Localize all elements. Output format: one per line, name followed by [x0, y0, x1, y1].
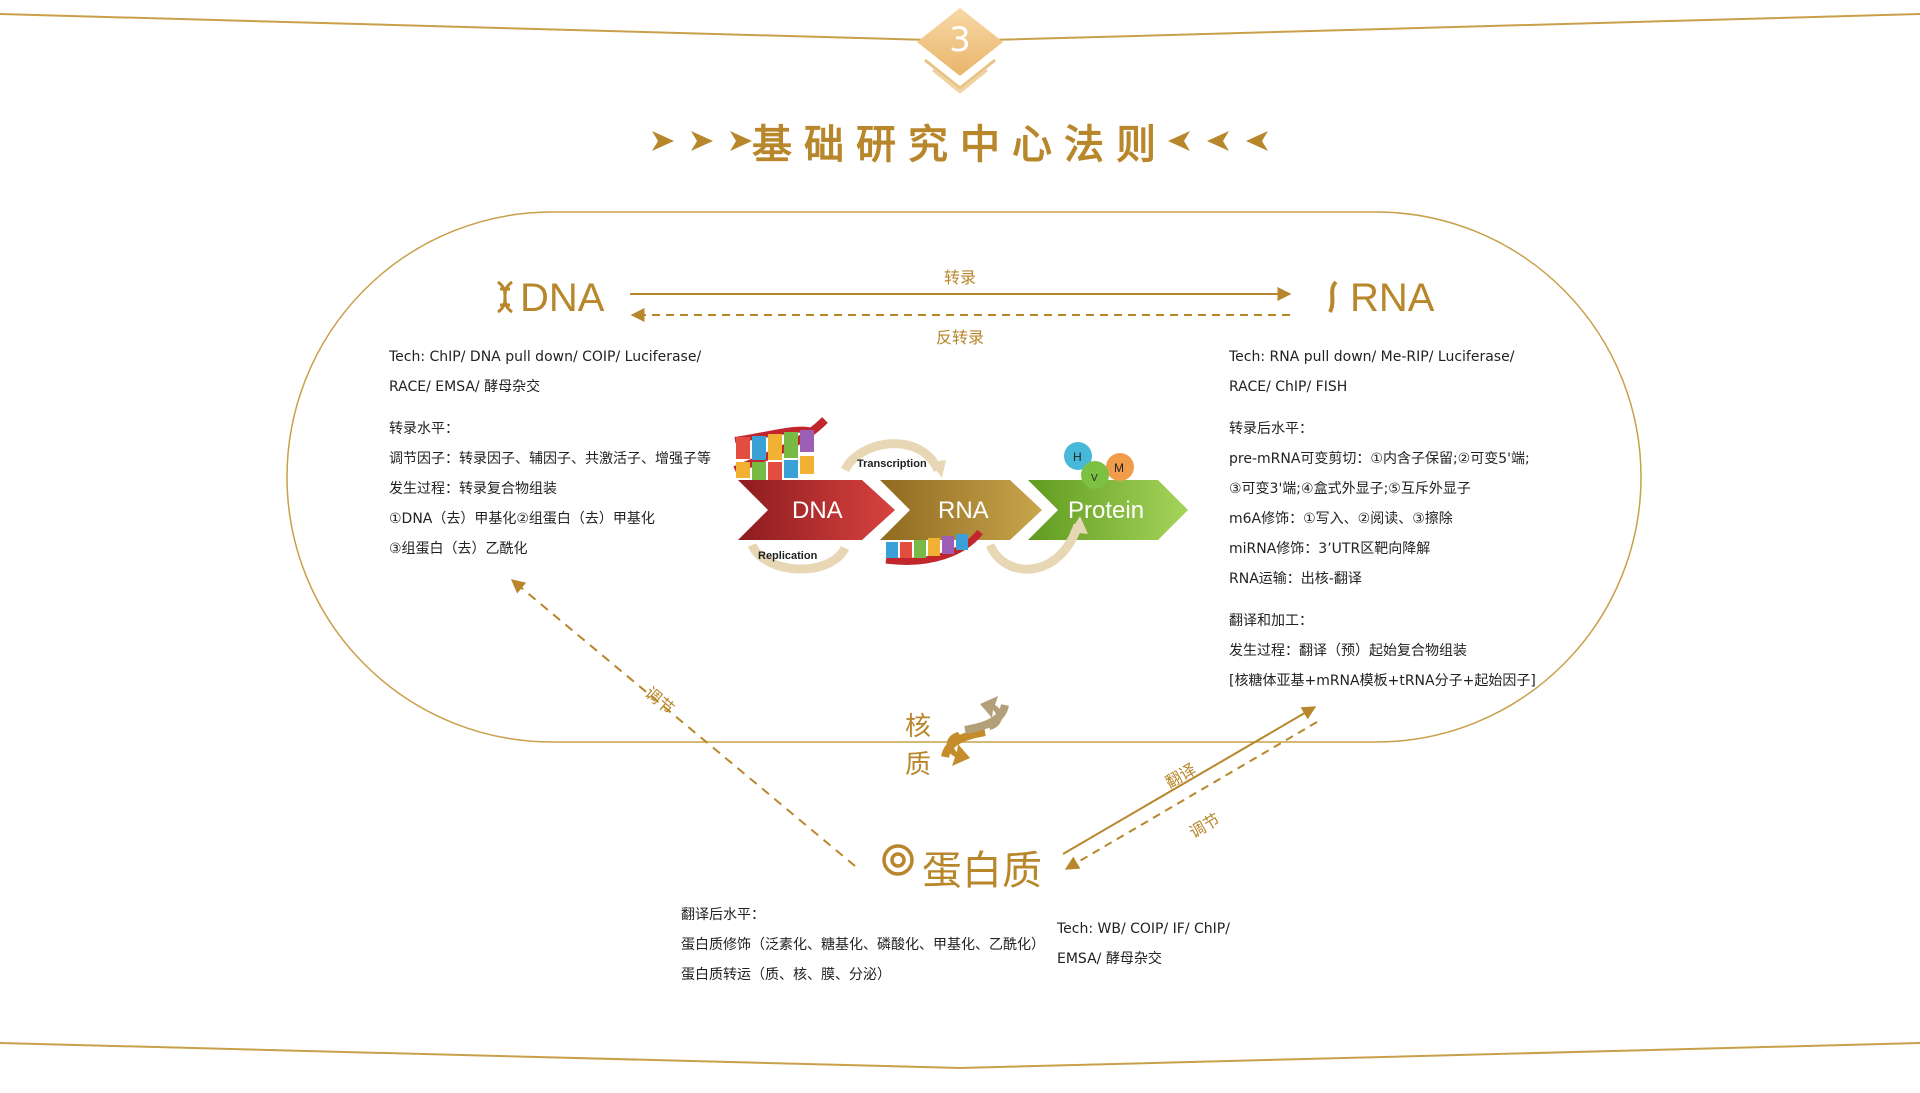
protein-line: 蛋白质转运（质、核、膜、分泌） [681, 967, 891, 983]
rna-line: miRNA修饰：3’UTR区靶向降解 [1229, 541, 1431, 557]
dna-text-panel: Tech: ChIP/ DNA pull down/ COIP/ Lucifer… [389, 342, 711, 564]
exchange-icon [941, 696, 1009, 766]
cytoplasm-label: 质 [905, 750, 932, 780]
mod-h-label: H [1073, 450, 1082, 464]
dna-line: ①DNA（去）甲基化②组蛋白（去）甲基化 [389, 511, 655, 527]
protein-tech-line-2: EMSA/ 酵母杂交 [1057, 951, 1162, 967]
page-title: 基础研究中心法则 [752, 122, 1168, 168]
rna-line: m6A修饰：①写入、②阅读、③擦除 [1229, 511, 1453, 527]
section-number: 3 [949, 20, 971, 60]
translation-line: [核糖体亚基+mRNA模板+tRNA分子+起始因子] [1229, 673, 1536, 689]
transcription-graphic-label: Transcription [857, 458, 927, 470]
protein-node-label: 蛋白质 [922, 849, 1042, 893]
translation-line: 发生过程：翻译（预）起始复合物组装 [1229, 643, 1467, 659]
mod-v-label: V [1091, 473, 1098, 484]
rna-strand-graphic [885, 529, 983, 565]
dna-tech-line-1: Tech: ChIP/ DNA pull down/ COIP/ Lucifer… [389, 349, 702, 365]
rna-text-panel: Tech: RNA pull down/ Me-RIP/ Luciferase/… [1229, 342, 1536, 696]
mod-m-label: M [1114, 461, 1124, 475]
regulate-rna-arrow [1064, 721, 1318, 870]
rna-line: pre-mRNA可变剪切：①内含子保留;②可变5'端; [1229, 451, 1530, 467]
rna-node-label: RNA [1350, 276, 1435, 320]
flow-rna-label: RNA [938, 497, 989, 524]
protein-level-heading: 翻译后水平： [681, 907, 765, 923]
regulate-dna-arrow [510, 579, 856, 867]
rna-line: RNA运输：出核-翻译 [1229, 571, 1362, 587]
dna-strand-graphic [733, 417, 828, 480]
dna-helix-icon [497, 280, 513, 314]
flow-dna-label: DNA [792, 497, 843, 524]
cell-outline [286, 211, 1642, 743]
dna-tech-line-2: RACE/ EMSA/ 酵母杂交 [389, 379, 541, 395]
translation-heading: 翻译和加工： [1229, 613, 1313, 629]
protein-tech-panel: Tech: WB/ COIP/ IF/ ChIP/ EMSA/ 酵母杂交 [1057, 914, 1230, 974]
dna-level-heading: 转录水平： [389, 421, 459, 437]
rna-line: ③可变3'端;④盒式外显子;⑤互斥外显子 [1229, 481, 1471, 497]
rna-tech-line-2: RACE/ ChIP/ FISH [1229, 379, 1348, 395]
translation-arrow [1062, 706, 1317, 855]
title-arrows-left [652, 131, 752, 151]
transcription-label: 转录 [944, 268, 977, 287]
dna-line: 调节因子：转录因子、辅因子、共激活子、增强子等 [389, 451, 711, 467]
dna-node-label: DNA [520, 276, 605, 320]
rna-level-heading: 转录后水平： [1229, 421, 1313, 437]
dna-line: 发生过程：转录复合物组装 [389, 481, 557, 497]
dna-line: ③组蛋白（去）乙酰化 [389, 541, 528, 557]
protein-line: 蛋白质修饰（泛素化、糖基化、磷酸化、甲基化、乙酰化） [681, 937, 1045, 953]
title-arrows-right [1168, 131, 1268, 151]
reverse-transcription-label: 反转录 [936, 328, 985, 347]
protein-tech-line-1: Tech: WB/ COIP/ IF/ ChIP/ [1057, 921, 1230, 937]
rna-tech-line-1: Tech: RNA pull down/ Me-RIP/ Luciferase/ [1229, 349, 1515, 365]
central-dogma-graphic: Transcription DNA RNA Protein Replicatio… [733, 417, 1188, 574]
modification-bubbles: H M V [1064, 442, 1134, 489]
protein-text-panel: 翻译后水平： 蛋白质修饰（泛素化、糖基化、磷酸化、甲基化、乙酰化） 蛋白质转运（… [681, 900, 1045, 990]
protein-target-icon [882, 844, 914, 876]
section-badge [917, 8, 1003, 94]
rna-strand-icon [1328, 280, 1338, 313]
replication-graphic-label: Replication [758, 550, 818, 562]
nucleus-label: 核 [905, 712, 932, 742]
bottom-divider-line [0, 1042, 1920, 1070]
